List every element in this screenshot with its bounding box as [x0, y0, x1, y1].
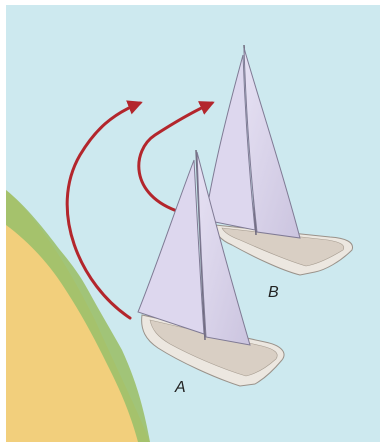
boat-a-label: A — [175, 380, 186, 396]
boat-b-label: B — [268, 285, 279, 301]
